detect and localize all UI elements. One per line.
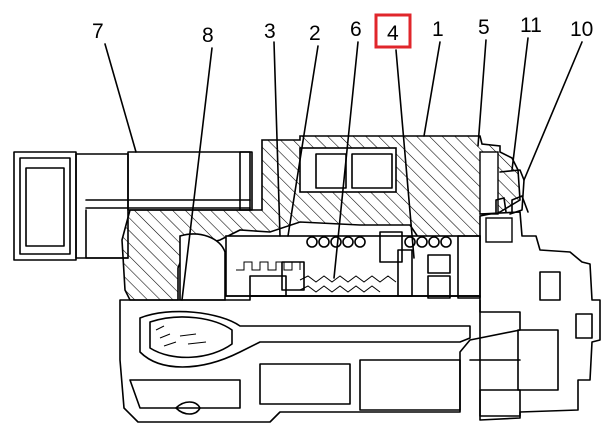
left-cylinder-part <box>13 151 253 261</box>
main-housing <box>121 135 525 301</box>
callout-7: 7 <box>92 20 104 43</box>
callout-11: 11 <box>520 14 542 37</box>
leader-lines <box>104 37 583 301</box>
callouts: 7 8 3 2 6 4 1 5 11 10 <box>92 13 593 49</box>
internal-mechanism <box>225 231 481 299</box>
callout-10: 10 <box>570 18 593 41</box>
callout-4: 4 <box>387 22 399 45</box>
callout-3: 3 <box>264 20 276 43</box>
callout-6: 6 <box>350 18 362 41</box>
callout-8: 8 <box>202 24 214 47</box>
callout-2: 2 <box>309 22 321 45</box>
callout-1: 1 <box>432 18 444 41</box>
bearing-row <box>306 236 452 248</box>
callout-4-highlight-box <box>374 13 412 49</box>
callout-5: 5 <box>478 16 490 39</box>
lower-body <box>119 295 521 423</box>
